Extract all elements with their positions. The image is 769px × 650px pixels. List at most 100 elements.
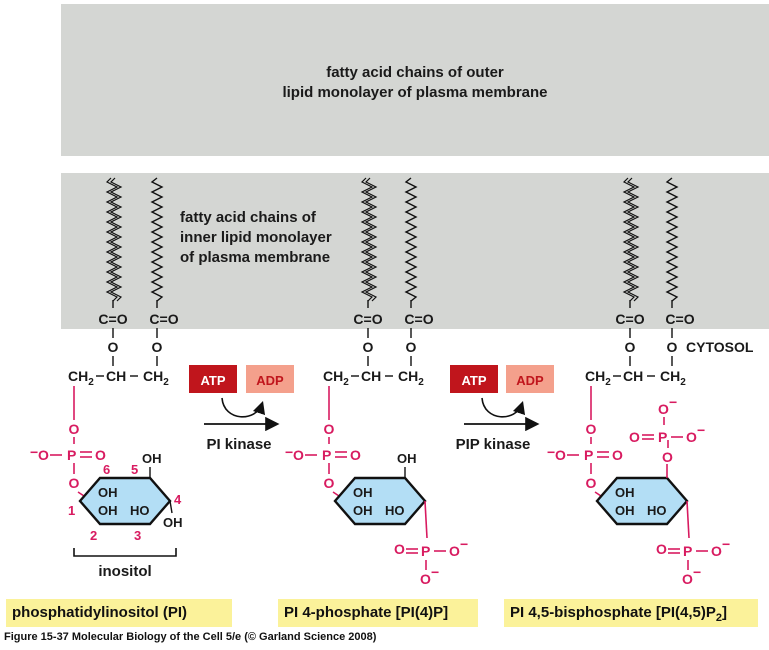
- svg-text:−: −: [460, 536, 468, 552]
- svg-text:2: 2: [90, 528, 97, 543]
- atp-box: [189, 365, 237, 393]
- svg-text:P: P: [322, 447, 331, 463]
- molecule-name-pi4p: PI 4-phosphate [PI(4)P]: [284, 604, 449, 621]
- svg-text:P: P: [683, 543, 692, 559]
- svg-text:O: O: [394, 541, 405, 557]
- svg-text:CH2: CH2: [143, 368, 169, 388]
- svg-text:CH: CH: [623, 368, 643, 384]
- name-box-pi: phosphatidylinositol (PI): [6, 599, 232, 627]
- svg-text:OH: OH: [163, 515, 183, 530]
- svg-text:CH: CH: [361, 368, 381, 384]
- ester-oxygen-2: O: [152, 339, 163, 355]
- inner-monolayer-label-2: inner lipid monolayer: [180, 229, 332, 246]
- inositol-bracket: [73, 548, 177, 557]
- svg-text:1: 1: [68, 503, 75, 518]
- name-suffix: ]: [722, 604, 728, 621]
- svg-text:−: −: [697, 422, 705, 438]
- inner-monolayer-label-1: fatty acid chains of: [180, 209, 317, 226]
- inositol-ring: OH OH HO: [333, 476, 427, 526]
- reaction-pi-kinase: ATP ADP PI kinase: [189, 365, 294, 453]
- phosphodiester-oxygen: O: [69, 421, 80, 437]
- svg-text:O: O: [363, 339, 374, 355]
- svg-text:O: O: [629, 429, 640, 445]
- glycerol-backbone: CH2 CH CH2: [68, 368, 169, 388]
- inositol-ring: OH OH HO: [78, 476, 172, 526]
- phosphate-group: − O P O: [30, 444, 106, 463]
- svg-text:3: 3: [134, 528, 141, 543]
- outer-monolayer-label-1: fatty acid chains of outer: [326, 64, 504, 81]
- 5-phosphate-group: O O P O − O −: [629, 394, 705, 465]
- 4-phosphate-group: O P O − O −: [394, 536, 468, 587]
- svg-text:C=O: C=O: [665, 311, 694, 327]
- svg-text:O: O: [449, 543, 460, 559]
- svg-text:O: O: [612, 447, 623, 463]
- molecule-pi: C=O C=O O O CH2 CH CH2 O − O P O O: [30, 177, 183, 580]
- molecule-pi45p2: C=O C=O O O CYTOSOL CH2 CH CH2 O − O P O…: [547, 177, 754, 587]
- svg-text:−: −: [285, 444, 293, 460]
- svg-text:O: O: [586, 475, 597, 491]
- svg-text:ADP: ADP: [516, 373, 544, 388]
- svg-text:OH: OH: [615, 503, 635, 518]
- svg-text:CH2: CH2: [323, 368, 349, 388]
- svg-text:CH2: CH2: [660, 368, 686, 388]
- svg-text:ATP: ATP: [461, 373, 486, 388]
- svg-text:CH2: CH2: [585, 368, 611, 388]
- atp-box: [450, 365, 498, 393]
- svg-text:O: O: [555, 447, 566, 463]
- svg-text:O: O: [662, 449, 673, 465]
- 4-phosphate-group: O P O − O −: [656, 536, 730, 587]
- adp-box: [506, 365, 554, 393]
- svg-text:CH2: CH2: [398, 368, 424, 388]
- svg-text:ATP: ATP: [200, 373, 225, 388]
- svg-text:C=O: C=O: [615, 311, 644, 327]
- phosphate-group: − O P O: [285, 444, 361, 463]
- svg-text:O: O: [95, 447, 106, 463]
- svg-text:−: −: [431, 564, 439, 580]
- svg-text:OH: OH: [615, 485, 635, 500]
- figure-caption: Figure 15-37 Molecular Biology of the Ce…: [4, 631, 377, 643]
- svg-text:OH: OH: [98, 485, 118, 500]
- svg-text:5: 5: [131, 462, 138, 477]
- glycerol-backbone: CH2 CH CH2: [323, 368, 424, 388]
- atp-to-adp-arrow: [481, 397, 526, 418]
- enzyme-label: PI kinase: [206, 436, 271, 453]
- svg-text:4: 4: [174, 492, 182, 507]
- molecule-name-pi45p2: PI 4,5-bisphosphate [PI(4,5)P: [510, 604, 716, 621]
- svg-text:−: −: [669, 394, 677, 410]
- name-subscript: 2: [715, 612, 723, 624]
- ester-oxygen-1: O: [108, 339, 119, 355]
- svg-text:O: O: [324, 475, 335, 491]
- svg-text:O: O: [324, 421, 335, 437]
- carbonyl-2: C=O: [149, 311, 178, 327]
- adp-box: [246, 365, 294, 393]
- inner-monolayer-label-3: of plasma membrane: [180, 249, 330, 266]
- svg-text:O: O: [350, 447, 361, 463]
- molecule-name-pi: phosphatidylinositol (PI): [12, 604, 187, 621]
- svg-text:OH: OH: [397, 451, 417, 466]
- svg-text:−: −: [547, 444, 555, 460]
- svg-text:CH2: CH2: [68, 368, 94, 388]
- svg-text:O: O: [69, 475, 80, 491]
- svg-text:P: P: [584, 447, 593, 463]
- svg-text:O: O: [293, 447, 304, 463]
- svg-text:O: O: [658, 401, 669, 417]
- svg-text:O: O: [682, 571, 693, 587]
- svg-text:OH: OH: [353, 503, 373, 518]
- atp-to-adp-arrow: [221, 397, 266, 418]
- svg-text:O: O: [586, 421, 597, 437]
- outer-monolayer: [61, 4, 769, 156]
- inner-monolayer: [61, 173, 769, 329]
- svg-text:−: −: [693, 564, 701, 580]
- reaction-pip-kinase: ATP ADP PIP kinase: [450, 365, 554, 453]
- svg-text:O: O: [656, 541, 667, 557]
- svg-text:O: O: [686, 429, 697, 445]
- cytosol-label: CYTOSOL: [686, 339, 754, 355]
- svg-text:OH: OH: [98, 503, 118, 518]
- name-box-pi4p: PI 4-phosphate [PI(4)P]: [278, 599, 478, 627]
- svg-text:P: P: [658, 429, 667, 445]
- svg-text:C=O: C=O: [404, 311, 433, 327]
- glycerol-backbone: CH2 CH CH2: [585, 368, 686, 388]
- phosphate-group: − O P O: [547, 444, 623, 463]
- svg-text:O: O: [711, 543, 722, 559]
